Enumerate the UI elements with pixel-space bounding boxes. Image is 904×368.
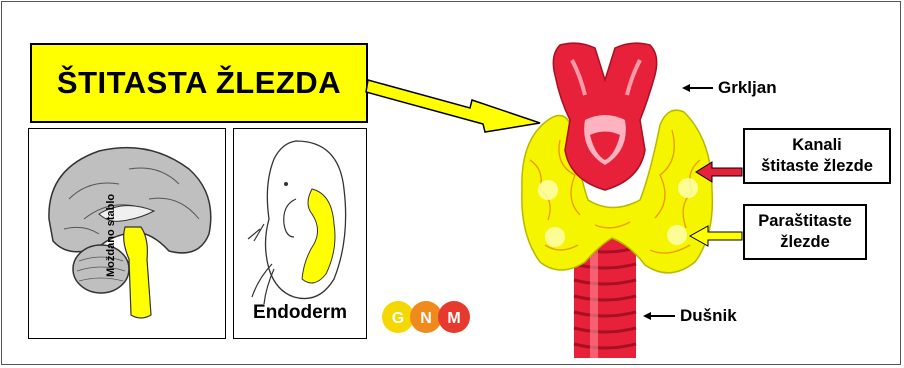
ducts-label-line2: štitaste žlezde [745,156,889,177]
larynx-pointer [682,84,713,92]
endoderm-label: Endoderm [234,302,366,324]
ducts-label-box: Kanali štitaste žlezde [743,128,891,184]
svg-text:N: N [420,310,432,327]
endoderm-panel: Endoderm [233,128,367,339]
larynx-label: Grkljan [718,78,777,98]
parathyroid-label-line1: Paraštitaste [745,211,865,232]
svg-text:G: G [392,310,404,327]
trachea-label: Dušnik [680,306,737,326]
brain-stem-label: Moždano stablo [105,194,117,277]
svg-text:M: M [447,310,460,327]
parathyroid-label-line2: žlezde [745,232,865,253]
title-pointer-arrow [366,80,540,132]
gnm-logo: G N M [381,300,471,334]
trachea-pointer [643,312,675,320]
parathyroid-label-box: Paraštitaste žlezde [743,204,867,260]
brain-illustration [29,129,227,340]
ducts-label-line1: Kanali [745,135,889,156]
brain-panel: Moždano stablo [28,128,226,339]
